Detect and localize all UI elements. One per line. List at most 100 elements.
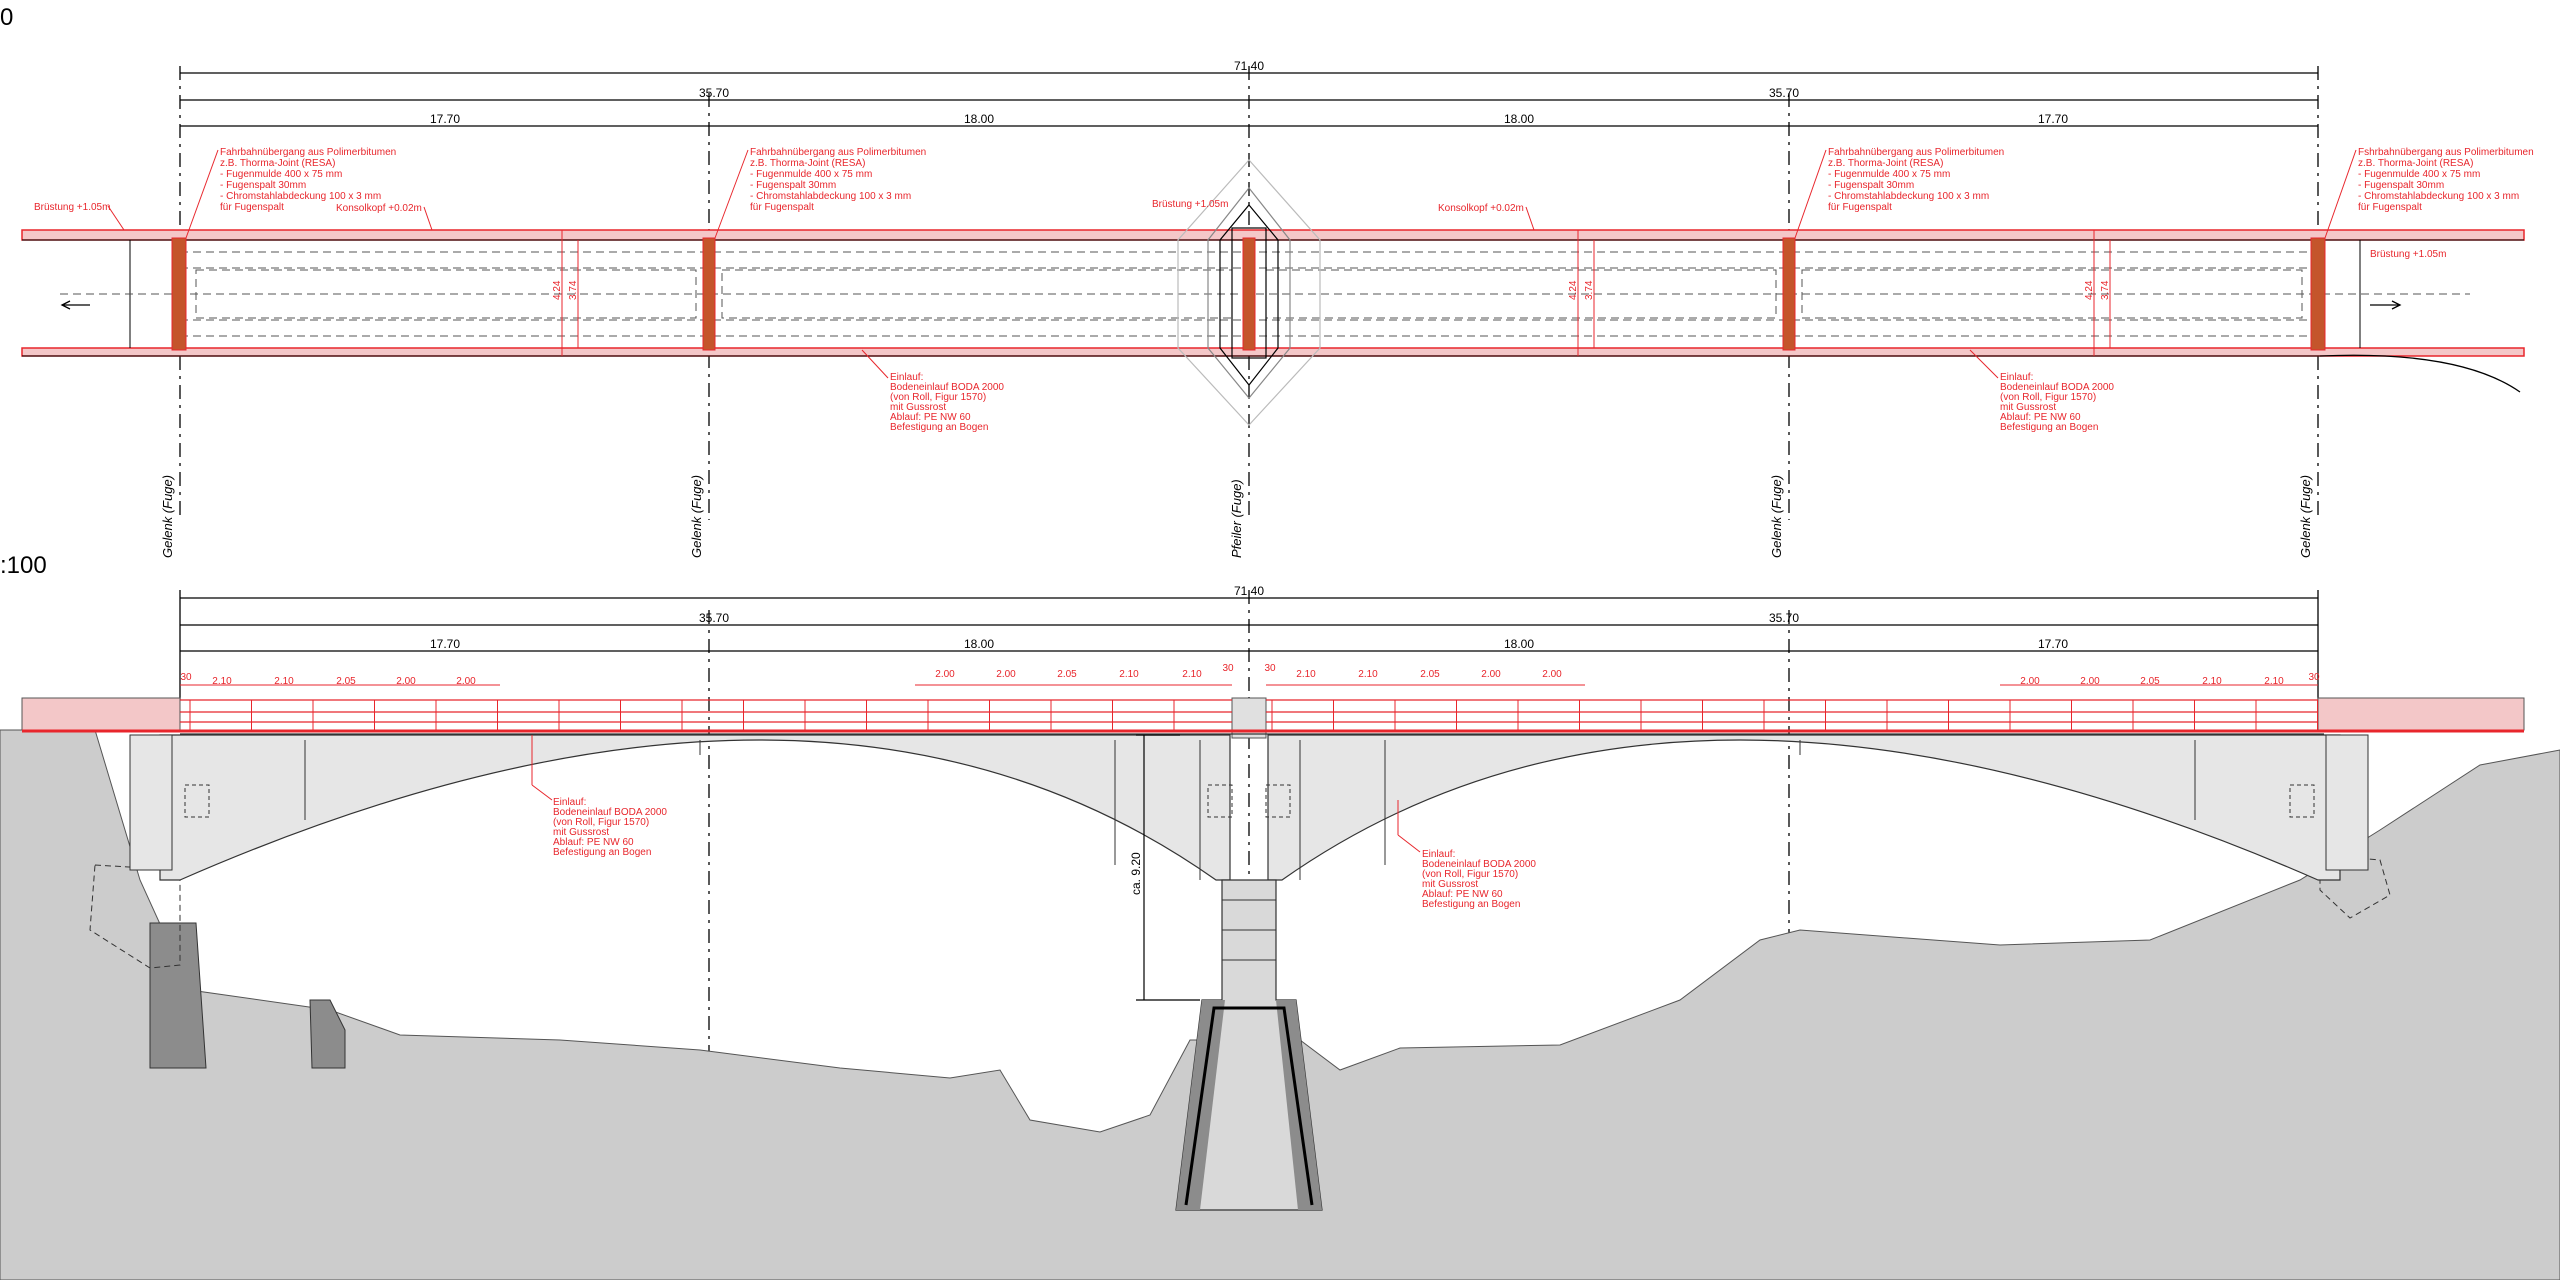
elev-dim-total: 71.40 bbox=[1234, 584, 1264, 598]
post-sp-12: 2.10 bbox=[1358, 669, 1378, 680]
inlet-note-elev-right: Einlauf: Bodeneinlauf BODA 2000 (von Rol… bbox=[1422, 849, 1536, 910]
elev-dim-span-d: 17.70 bbox=[2038, 637, 2068, 651]
post-sp-4: 2.00 bbox=[396, 676, 416, 687]
post-sp-8: 2.05 bbox=[1057, 669, 1077, 680]
svg-text:Ablauf: PE NW 60: Ablauf: PE NW 60 bbox=[553, 837, 634, 848]
bruestung-label-right: Brüstung +1.05m bbox=[2370, 249, 2446, 260]
svg-text:(von Roll, Figur 1570): (von Roll, Figur 1570) bbox=[553, 817, 649, 828]
svg-text:für Fugenspalt: für Fugenspalt bbox=[220, 202, 284, 213]
bruestung-label-mid: Brüstung +1.05m bbox=[1152, 199, 1228, 210]
post-sp-9: 2.10 bbox=[1119, 669, 1139, 680]
width-374-b: 3.74 bbox=[1584, 280, 1595, 300]
svg-text:mit Gussrost: mit Gussrost bbox=[1422, 879, 1478, 890]
joint-note-2: Fahrbahnübergang aus Polimerbitumen z.B.… bbox=[714, 147, 926, 239]
post-sp-16: 2.00 bbox=[2020, 676, 2040, 687]
post-sp-13: 2.05 bbox=[1420, 669, 1440, 680]
svg-text:- Fugenmulde 400 x 75 mm: - Fugenmulde 400 x 75 mm bbox=[750, 169, 872, 180]
dim-span-c: 18.00 bbox=[1504, 112, 1534, 126]
svg-text:mit Gussrost: mit Gussrost bbox=[2000, 402, 2056, 413]
post-sp-1: 2.10 bbox=[212, 676, 232, 687]
svg-text:mit Gussrost: mit Gussrost bbox=[553, 827, 609, 838]
axis-label-5: Gelenk (Fuge) bbox=[2298, 475, 2313, 558]
width-424-c: 4.24 bbox=[2084, 280, 2095, 300]
svg-text:(von Roll, Figur 1570): (von Roll, Figur 1570) bbox=[1422, 869, 1518, 880]
svg-text:- Fugenspalt 30mm: - Fugenspalt 30mm bbox=[1828, 180, 1914, 191]
elev-dim-half-right: 35.70 bbox=[1769, 611, 1799, 625]
inlet-note-elev-left: Einlauf: Bodeneinlauf BODA 2000 (von Rol… bbox=[553, 797, 667, 858]
svg-text:mit Gussrost: mit Gussrost bbox=[890, 402, 946, 413]
svg-text:Befestigung an Bogen: Befestigung an Bogen bbox=[2000, 422, 2098, 433]
svg-text:(von Roll, Figur 1570): (von Roll, Figur 1570) bbox=[890, 392, 986, 403]
post-sp-17: 2.00 bbox=[2080, 676, 2100, 687]
post-sp-15: 2.00 bbox=[1542, 669, 1562, 680]
svg-text:Befestigung an Bogen: Befestigung an Bogen bbox=[1422, 899, 1520, 910]
inlet-note-plan-left: Einlauf: Bodeneinlauf BODA 2000 (von Rol… bbox=[861, 349, 1004, 433]
post-sp-5: 2.00 bbox=[456, 676, 476, 687]
svg-text:z.B. Thorma-Joint (RESA): z.B. Thorma-Joint (RESA) bbox=[750, 158, 865, 169]
svg-text:Bodeneinlauf BODA 2000: Bodeneinlauf BODA 2000 bbox=[1422, 859, 1536, 870]
svg-text:Ablauf: PE NW 60: Ablauf: PE NW 60 bbox=[1422, 889, 1503, 900]
svg-text:Bodeneinlauf BODA 2000: Bodeneinlauf BODA 2000 bbox=[2000, 382, 2114, 393]
post-sp-19: 2.10 bbox=[2202, 676, 2222, 687]
joint-note-4: Fshrbahnübergang aus Polimerbitumen z.B.… bbox=[2324, 147, 2534, 239]
svg-text:- Chromstahlabdeckung 100 x 3: - Chromstahlabdeckung 100 x 3 mm bbox=[220, 191, 381, 202]
svg-text:z.B. Thorma-Joint (RESA): z.B. Thorma-Joint (RESA) bbox=[220, 158, 335, 169]
elev-dim-half-left: 35.70 bbox=[699, 611, 729, 625]
joint-note-3: Fahrbahnübergang aus Polimerbitumen z.B.… bbox=[1794, 147, 2004, 239]
elevation-view: 71.40 35.70 35.70 17.70 18.00 18.00 17.7… bbox=[0, 584, 2560, 1280]
svg-text:- Fugenspalt 30mm: - Fugenspalt 30mm bbox=[2358, 180, 2444, 191]
elev-dim-span-a: 17.70 bbox=[430, 637, 460, 651]
svg-text:- Fugenmulde 400 x 75 mm: - Fugenmulde 400 x 75 mm bbox=[1828, 169, 1950, 180]
axis-label-1: Gelenk (Fuge) bbox=[160, 475, 175, 558]
plan-view: 71.40 35.70 35.70 17.70 18.00 18.00 17.7… bbox=[21, 59, 2534, 558]
svg-text:z.B. Thorma-Joint (RESA): z.B. Thorma-Joint (RESA) bbox=[2358, 158, 2473, 169]
arch-left bbox=[159, 734, 1231, 881]
joint-note-1: Fahrbahnübergang aus Polimerbitumen z.B.… bbox=[185, 147, 396, 239]
post-sp-7: 2.00 bbox=[996, 669, 1016, 680]
konsolkopf-label-left: Konsolkopf +0.02m bbox=[336, 203, 422, 214]
section-number-top: 0 bbox=[0, 4, 14, 31]
svg-text:Fahrbahnübergang aus Polimerbi: Fahrbahnübergang aus Polimerbitumen bbox=[750, 147, 926, 158]
dim-total: 71.40 bbox=[1234, 59, 1264, 73]
post-sp-20: 2.10 bbox=[2264, 676, 2284, 687]
svg-text:für Fugenspalt: für Fugenspalt bbox=[1828, 202, 1892, 213]
svg-text:- Chromstahlabdeckung 100 x 3: - Chromstahlabdeckung 100 x 3 mm bbox=[2358, 191, 2519, 202]
svg-text:Fahrbahnübergang aus Polimerbi: Fahrbahnübergang aus Polimerbitumen bbox=[220, 147, 396, 158]
width-424-b: 4.24 bbox=[1568, 280, 1579, 300]
svg-text:- Fugenspalt 30mm: - Fugenspalt 30mm bbox=[220, 180, 306, 191]
konsolkopf-label-right: Konsolkopf +0.02m bbox=[1438, 203, 1524, 214]
elev-dim-span-c: 18.00 bbox=[1504, 637, 1534, 651]
svg-text:Fahrbahnübergang aus Polimerbi: Fahrbahnübergang aus Polimerbitumen bbox=[1828, 147, 2004, 158]
svg-text:- Fugenspalt 30mm: - Fugenspalt 30mm bbox=[750, 180, 836, 191]
svg-text:- Chromstahlabdeckung 100 x 3: - Chromstahlabdeckung 100 x 3 mm bbox=[1828, 191, 1989, 202]
axis-label-4: Gelenk (Fuge) bbox=[1769, 475, 1784, 558]
post-edge-3: 30 bbox=[1264, 663, 1276, 674]
svg-text:Befestigung an Bogen: Befestigung an Bogen bbox=[890, 422, 988, 433]
scale-label: :100 bbox=[0, 552, 47, 579]
post-sp-11: 2.10 bbox=[1296, 669, 1316, 680]
elev-dim-span-b: 18.00 bbox=[964, 637, 994, 651]
arch-right bbox=[1267, 734, 2341, 881]
svg-text:Bodeneinlauf BODA 2000: Bodeneinlauf BODA 2000 bbox=[890, 382, 1004, 393]
post-sp-3: 2.05 bbox=[336, 676, 356, 687]
svg-text:Bodeneinlauf BODA 2000: Bodeneinlauf BODA 2000 bbox=[553, 807, 667, 818]
post-edge-2: 30 bbox=[1222, 663, 1234, 674]
svg-text:Fshrbahnübergang aus Polimerbi: Fshrbahnübergang aus Polimerbitumen bbox=[2358, 147, 2534, 158]
width-374-a: 3.74 bbox=[568, 280, 579, 300]
width-424-a: 4.24 bbox=[552, 280, 563, 300]
bruestung-label-left: Brüstung +1.05m bbox=[34, 202, 110, 213]
svg-text:Ablauf: PE NW 60: Ablauf: PE NW 60 bbox=[890, 412, 971, 423]
dim-span-b: 18.00 bbox=[964, 112, 994, 126]
width-374-c: 3.74 bbox=[2100, 280, 2111, 300]
inlet-note-plan-right: Einlauf: Bodeneinlauf BODA 2000 (von Rol… bbox=[1969, 349, 2114, 433]
svg-text:Einlauf:: Einlauf: bbox=[553, 797, 586, 808]
svg-text:für Fugenspalt: für Fugenspalt bbox=[750, 202, 814, 213]
svg-text:Einlauf:: Einlauf: bbox=[890, 372, 923, 383]
svg-text:- Fugenmulde 400 x 75 mm: - Fugenmulde 400 x 75 mm bbox=[220, 169, 342, 180]
post-edge-4: 30 bbox=[2308, 672, 2320, 683]
svg-text:Ablauf: PE NW 60: Ablauf: PE NW 60 bbox=[2000, 412, 2081, 423]
svg-text:- Fugenmulde 400 x 75 mm: - Fugenmulde 400 x 75 mm bbox=[2358, 169, 2480, 180]
svg-text:z.B. Thorma-Joint (RESA): z.B. Thorma-Joint (RESA) bbox=[1828, 158, 1943, 169]
post-sp-10: 2.10 bbox=[1182, 669, 1202, 680]
